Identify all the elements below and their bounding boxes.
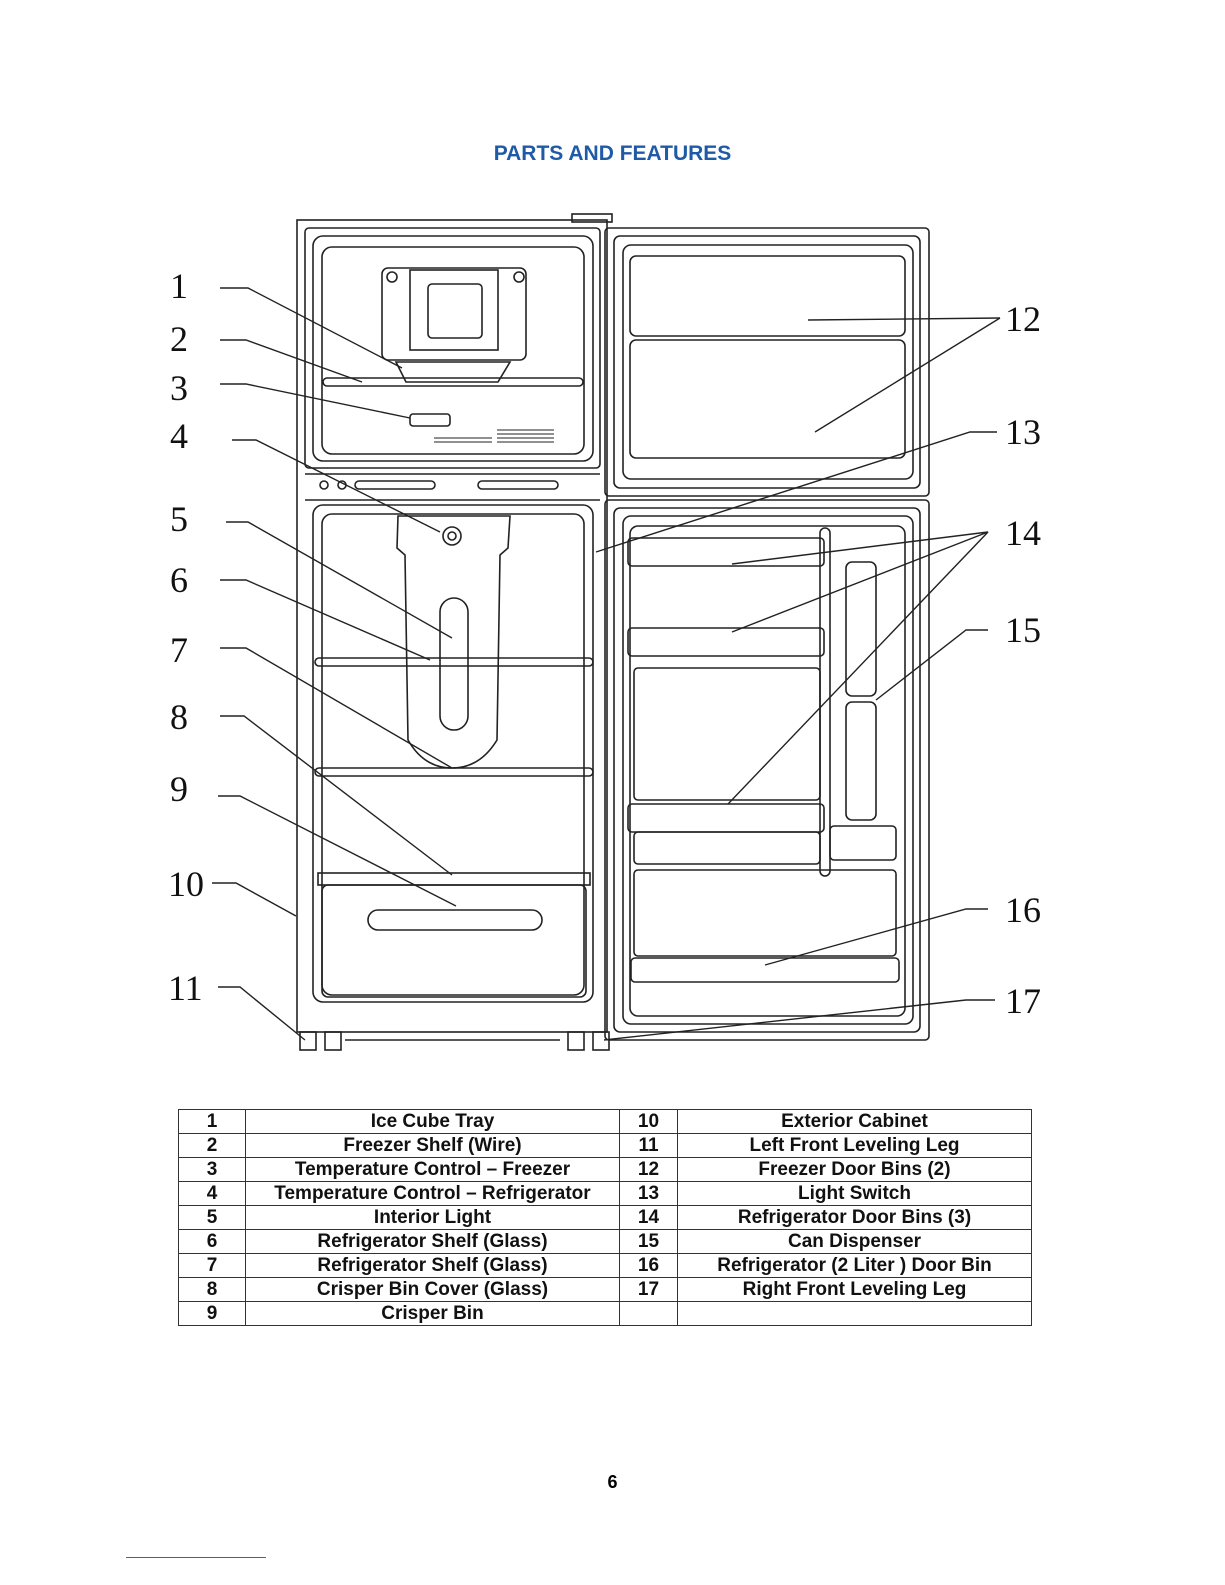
callout-16: 16	[1005, 890, 1041, 930]
callout-17: 17	[1005, 981, 1041, 1021]
part-name: Refrigerator (2 Liter ) Door Bin	[677, 1253, 1032, 1278]
table-row: 7 Refrigerator Shelf (Glass) 16 Refriger…	[178, 1253, 1032, 1278]
callout-13: 13	[1005, 412, 1041, 452]
part-name	[677, 1301, 1032, 1326]
table-row: 1 Ice Cube Tray 10 Exterior Cabinet	[178, 1109, 1032, 1134]
part-number: 4	[178, 1181, 246, 1206]
part-number	[619, 1301, 678, 1326]
leader-lines	[212, 287, 1001, 1041]
fridge-shelf-1	[314, 657, 594, 667]
table-row: 4 Temperature Control – Refrigerator 13 …	[178, 1181, 1032, 1206]
part-name: Ice Cube Tray	[245, 1109, 620, 1134]
callout-1: 1	[170, 266, 188, 306]
part-name: Light Switch	[677, 1181, 1032, 1206]
fridge-2l-door-bin	[630, 957, 900, 983]
part-number: 10	[619, 1109, 678, 1134]
part-name: Temperature Control – Refrigerator	[245, 1181, 620, 1206]
refrigerator-drawing	[296, 213, 930, 1051]
part-name: Interior Light	[245, 1205, 620, 1230]
callout-8: 8	[170, 697, 188, 737]
table-row: 5 Interior Light 14 Refrigerator Door Bi…	[178, 1205, 1032, 1230]
freezer-shelf	[322, 377, 584, 387]
part-number: 8	[178, 1277, 246, 1302]
can-dispenser	[845, 561, 877, 697]
callout-3: 3	[170, 368, 188, 408]
part-number: 6	[178, 1229, 246, 1254]
callout-15: 15	[1005, 610, 1041, 650]
parts-table: 1 Ice Cube Tray 10 Exterior Cabinet 2 Fr…	[178, 1109, 1032, 1326]
fridge-temp-control	[442, 526, 462, 546]
part-name: Crisper Bin Cover (Glass)	[245, 1277, 620, 1302]
part-name: Refrigerator Door Bins (3)	[677, 1205, 1032, 1230]
part-number: 2	[178, 1133, 246, 1158]
part-name: Exterior Cabinet	[677, 1109, 1032, 1134]
part-name: Freezer Shelf (Wire)	[245, 1133, 620, 1158]
callout-4: 4	[170, 416, 188, 456]
part-number: 14	[619, 1205, 678, 1230]
part-name: Can Dispenser	[677, 1229, 1032, 1254]
part-number: 12	[619, 1157, 678, 1182]
table-row: 6 Refrigerator Shelf (Glass) 15 Can Disp…	[178, 1229, 1032, 1254]
part-name: Left Front Leveling Leg	[677, 1133, 1032, 1158]
ice-cube-tray	[394, 361, 512, 383]
refrigerator-door	[604, 499, 930, 1041]
fridge-door-bin-3	[627, 803, 825, 833]
refrigerator-parts-diagram: 1 2 3 4 5 6 7 8 9 10 11 12 13 14 15 16 1…	[168, 213, 1041, 1051]
part-number: 5	[178, 1205, 246, 1230]
part-name: Freezer Door Bins (2)	[677, 1157, 1032, 1182]
freezer-door	[604, 227, 930, 497]
fridge-door-bin-1	[627, 537, 825, 567]
crisper-bin	[321, 884, 587, 998]
callout-9: 9	[170, 769, 188, 809]
ice-maker	[381, 267, 527, 361]
part-number: 3	[178, 1157, 246, 1182]
callout-14: 14	[1005, 513, 1041, 553]
callout-12: 12	[1005, 299, 1041, 339]
part-number: 9	[178, 1301, 246, 1326]
freezer-temp-control	[409, 413, 451, 427]
part-number: 15	[619, 1229, 678, 1254]
part-name: Refrigerator Shelf (Glass)	[245, 1229, 620, 1254]
part-name: Temperature Control – Freezer	[245, 1157, 620, 1182]
callout-2: 2	[170, 319, 188, 359]
exterior-cabinet	[296, 219, 608, 1033]
table-row: 9 Crisper Bin	[178, 1301, 1032, 1326]
part-number: 7	[178, 1253, 246, 1278]
callout-10: 10	[168, 864, 204, 904]
freezer-door-bin-2	[629, 339, 906, 459]
freezer-door-bin-1	[629, 255, 906, 337]
footer-rule	[126, 1557, 266, 1559]
part-number: 1	[178, 1109, 246, 1134]
table-row: 2 Freezer Shelf (Wire) 11 Left Front Lev…	[178, 1133, 1032, 1158]
part-name: Crisper Bin	[245, 1301, 620, 1326]
page-title: PARTS AND FEATURES	[493, 142, 732, 165]
page-number: 6	[607, 1472, 618, 1492]
part-number: 13	[619, 1181, 678, 1206]
part-name: Refrigerator Shelf (Glass)	[245, 1253, 620, 1278]
fridge-shelf-2	[314, 767, 594, 777]
part-number: 11	[619, 1133, 678, 1158]
callout-6: 6	[170, 560, 188, 600]
callout-5: 5	[170, 499, 188, 539]
table-row: 3 Temperature Control – Freezer 12 Freez…	[178, 1157, 1032, 1182]
part-number: 16	[619, 1253, 678, 1278]
table-row: 8 Crisper Bin Cover (Glass) 17 Right Fro…	[178, 1277, 1032, 1302]
fridge-door-bin-2	[627, 627, 825, 657]
parts-table-body: 1 Ice Cube Tray 10 Exterior Cabinet 2 Fr…	[178, 1109, 1032, 1326]
callout-7: 7	[170, 630, 188, 670]
part-name: Right Front Leveling Leg	[677, 1277, 1032, 1302]
part-number: 17	[619, 1277, 678, 1302]
callout-11: 11	[168, 968, 203, 1008]
